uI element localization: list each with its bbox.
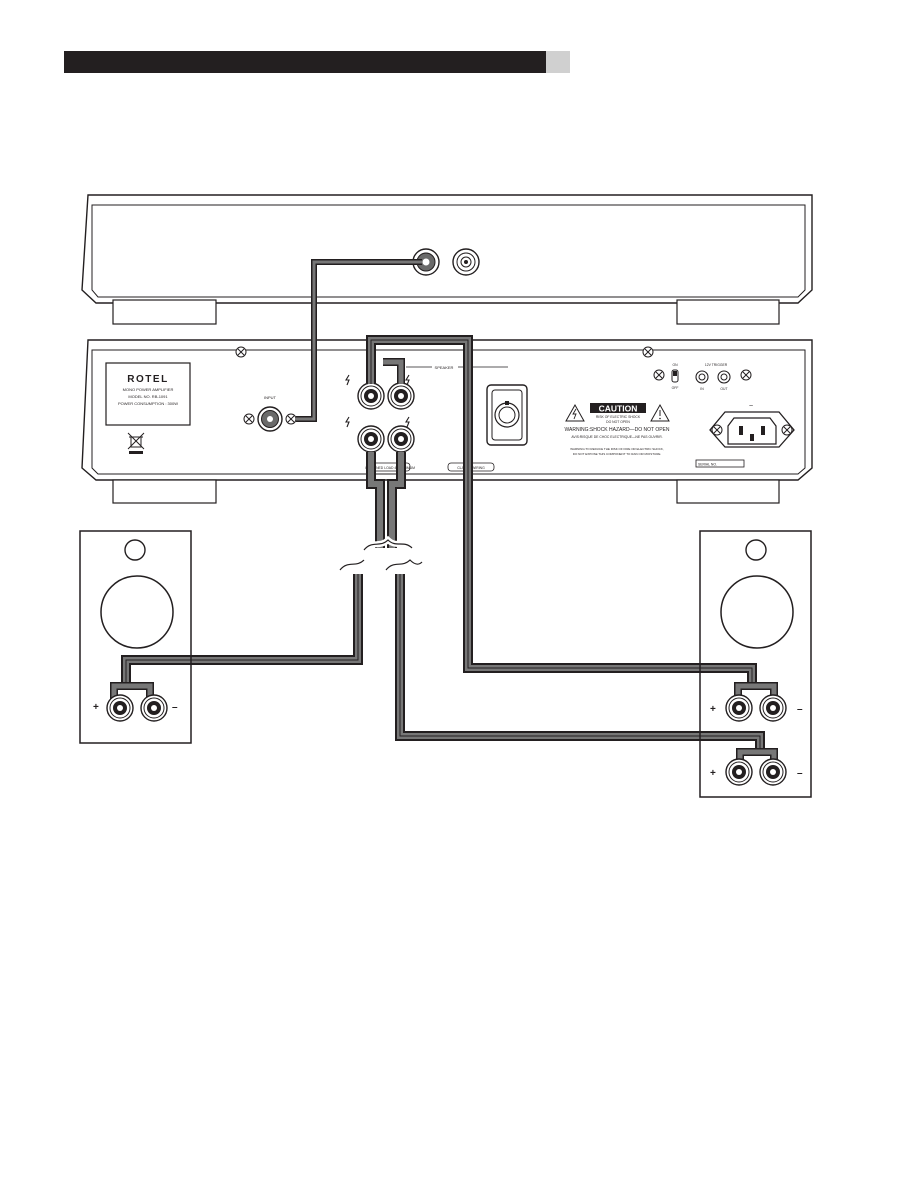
- right-speaker-terminal-plus-upper[interactable]: [725, 694, 753, 722]
- header-tab: [546, 51, 570, 73]
- speaker-terminal-plus-bottom[interactable]: [357, 425, 385, 453]
- tweeter: [124, 539, 146, 561]
- speaker-label: SPEAKER: [435, 365, 454, 370]
- trigger-in-label: IN: [700, 387, 704, 391]
- weee-bin-icon: [127, 432, 145, 454]
- impedance-note-1: COMBINED LOAD 4Ω MINIMUM: [365, 466, 415, 470]
- trigger-in-jack[interactable]: [695, 370, 709, 384]
- caution-block: CAUTION RISK OF ELECTRIC SHOCK DO NOT OP…: [564, 403, 670, 456]
- ac-power-inlet[interactable]: [709, 411, 795, 448]
- ac-symbol: ~: [749, 403, 753, 410]
- left-speaker-terminal-plus[interactable]: [106, 694, 134, 722]
- left-minus-label: –: [172, 702, 178, 713]
- right-lower-plus-label: +: [710, 768, 716, 779]
- screw-icon: [285, 413, 297, 425]
- input-jack[interactable]: [257, 406, 283, 432]
- screw-icon: [642, 346, 654, 358]
- switch-on-label: ON: [672, 363, 678, 367]
- source-foot-left: [112, 299, 217, 325]
- screw-icon: [740, 369, 752, 381]
- speaker-terminal-plus-top[interactable]: [357, 382, 385, 410]
- cable-to-right-speaker-lower: [387, 452, 778, 764]
- amp-foot-left: [112, 479, 217, 504]
- trigger-label: 12V TRIGGER: [705, 363, 728, 367]
- right-upper-minus-label: –: [797, 704, 803, 715]
- warning-line-4: DO NOT EXPOSE THIS COMPONENT TO RAIN OR …: [573, 452, 662, 456]
- right-upper-plus-label: +: [710, 704, 716, 715]
- speaker-terminal-minus-bottom[interactable]: [387, 425, 415, 453]
- screw-icon: [243, 413, 255, 425]
- label-line-1: MONO POWER AMPLIFIER: [123, 387, 174, 392]
- amp-foot-right: [676, 479, 780, 504]
- label-line-3: POWER CONSUMPTION : 300W: [118, 401, 178, 406]
- header-bar: [64, 51, 546, 73]
- screw-icon: [235, 346, 247, 358]
- source-output-jack-2: [452, 248, 480, 276]
- left-speaker-terminal-minus[interactable]: [140, 694, 168, 722]
- tweeter: [745, 539, 767, 561]
- caution-title: CAUTION: [599, 404, 638, 414]
- amplifier-rear-panel: ROTEL MONO POWER AMPLIFIER MODEL NO. RB-…: [81, 339, 813, 504]
- cable-to-right-speaker-upper: [366, 335, 778, 700]
- label-line-2: MODEL NO. RB-1091: [128, 394, 168, 399]
- source-foot-right: [676, 299, 780, 325]
- serial-label: SERIAL NO.: [698, 463, 717, 467]
- woofer: [720, 575, 794, 649]
- cable-to-left-speaker: [110, 452, 385, 700]
- left-plus-label: +: [93, 702, 99, 713]
- trigger-out-jack[interactable]: [717, 370, 731, 384]
- trigger-out-label: OUT: [720, 387, 727, 391]
- warning-line-1: WARNING:SHOCK HAZARD—DO NOT OPEN: [564, 427, 669, 433]
- source-component: [81, 194, 813, 325]
- caution-line-2: DO NOT OPEN: [606, 420, 630, 424]
- xlr-input-connector[interactable]: [486, 384, 528, 446]
- cables: [110, 259, 778, 764]
- right-lower-minus-label: –: [797, 768, 803, 779]
- right-speaker-terminal-plus-lower[interactable]: [725, 758, 753, 786]
- right-speaker-terminal-minus-upper[interactable]: [759, 694, 787, 722]
- screw-icon: [653, 369, 665, 381]
- rating-label: [105, 362, 191, 426]
- warning-line-3: WARNING:TO REDUCE THE RISK OF FIRE OR EL…: [570, 447, 664, 451]
- right-speaker: + – + –: [699, 530, 812, 798]
- cable-break-mark: [339, 535, 423, 571]
- right-speaker-terminal-minus-lower[interactable]: [759, 758, 787, 786]
- shock-warning-icon: [565, 403, 585, 422]
- switch-off-label: OFF: [672, 386, 679, 390]
- warning-line-2: AVIS:RISQUE DE CHOC ELECTRIQUE—NE PAS OU…: [571, 435, 662, 439]
- caution-line-1: RISK OF ELECTRIC SHOCK: [596, 415, 641, 419]
- left-speaker: + –: [79, 530, 192, 744]
- brand-logo: ROTEL: [127, 374, 168, 385]
- speaker-terminal-minus-top[interactable]: [387, 382, 415, 410]
- input-label: INPUT: [264, 395, 277, 400]
- woofer: [100, 575, 174, 649]
